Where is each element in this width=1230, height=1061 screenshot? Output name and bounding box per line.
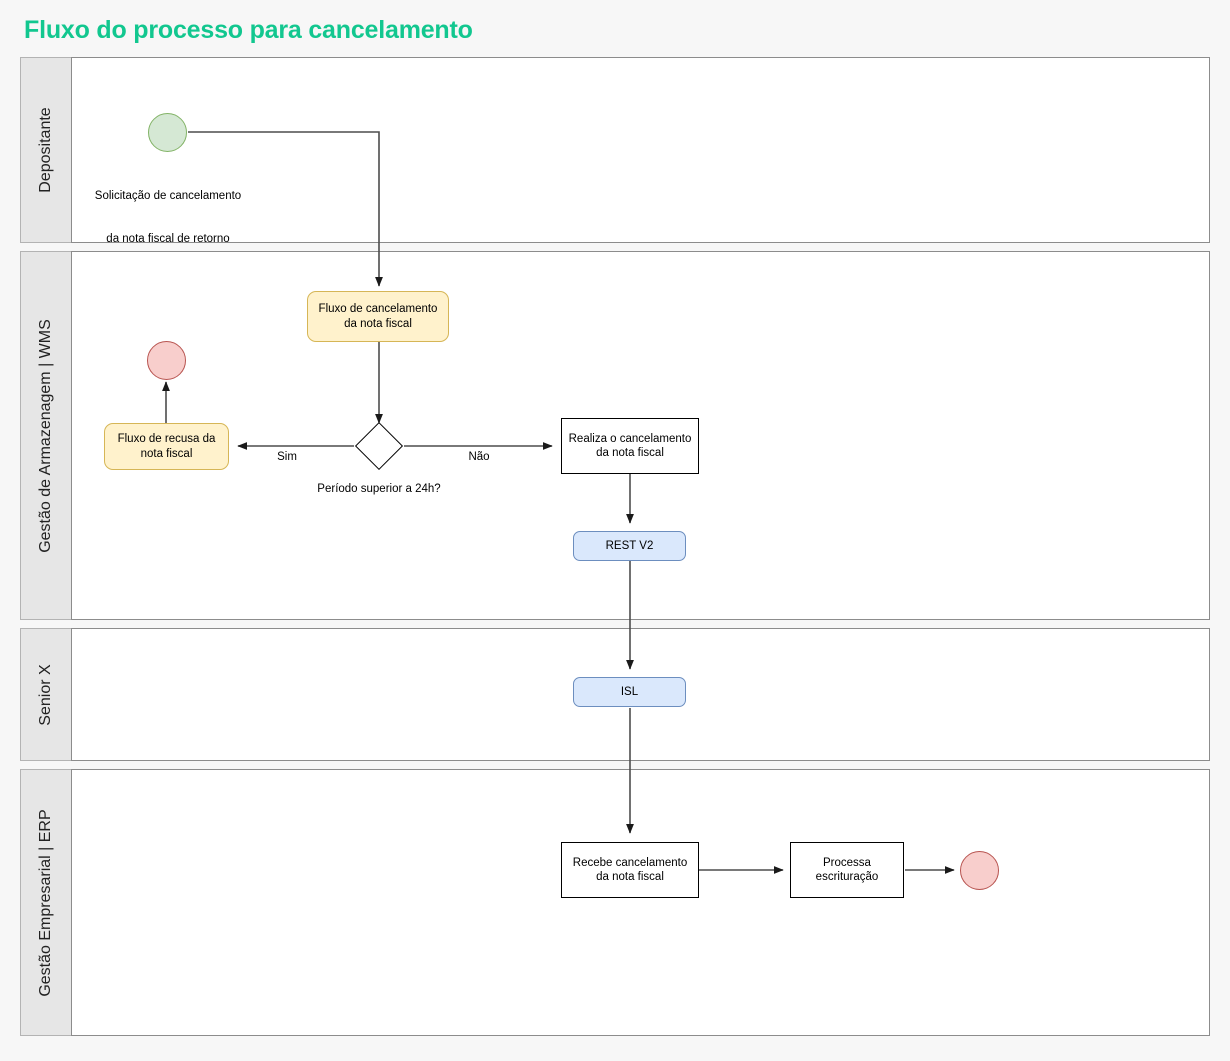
- subprocess-recusa-line2: nota fiscal: [140, 447, 193, 460]
- task-processa-line1: Processa: [823, 856, 871, 869]
- subprocess-fluxo-recusa[interactable]: Fluxo de recusa da nota fiscal: [104, 423, 229, 470]
- lane-header-depositante: Depositante: [20, 57, 71, 243]
- system-isl[interactable]: ISL: [573, 677, 686, 707]
- system-rest-v2-label: REST V2: [605, 539, 654, 552]
- edge-label-nao: Não: [468, 451, 490, 463]
- task-realiza-cancelamento[interactable]: Realiza o cancelamento da nota fiscal: [561, 418, 699, 474]
- subprocess-recusa-line1: Fluxo de recusa da: [117, 433, 216, 446]
- subprocess-cancelamento-line2: da nota fiscal: [344, 317, 412, 330]
- gateway-label: Período superior a 24h?: [317, 483, 441, 495]
- lane-label-depositante: Depositante: [37, 107, 54, 193]
- task-recebe-line1: Recebe cancelamento: [572, 856, 688, 869]
- task-processa-escrituracao[interactable]: Processa escrituração: [790, 842, 904, 898]
- start-event-solicitacao[interactable]: [148, 113, 187, 152]
- start-event-caption-line2: da nota fiscal de retorno: [106, 232, 230, 245]
- task-recebe-cancelamento[interactable]: Recebe cancelamento da nota fiscal: [561, 842, 699, 898]
- lane-label-erp: Gestão Empresarial | ERP: [37, 808, 54, 997]
- system-rest-v2[interactable]: REST V2: [573, 531, 686, 561]
- lane-label-wms: Gestão de Armazenagem | WMS: [37, 318, 54, 553]
- lane-body-senior-x: [71, 628, 1210, 761]
- end-event-erp[interactable]: [960, 851, 999, 890]
- lane-header-wms: Gestão de Armazenagem | WMS: [20, 251, 71, 620]
- task-realiza-line1: Realiza o cancelamento: [568, 432, 692, 445]
- lane-erp: Gestão Empresarial | ERP: [20, 769, 1210, 1036]
- lane-header-erp: Gestão Empresarial | ERP: [20, 769, 71, 1036]
- lane-label-senior-x: Senior X: [37, 663, 54, 726]
- edge-label-sim: Sim: [277, 451, 297, 463]
- start-event-caption: Solicitação de cancelamento da nota fisc…: [88, 160, 248, 275]
- lane-senior-x: Senior X: [20, 628, 1210, 761]
- system-isl-label: ISL: [620, 685, 639, 698]
- task-realiza-line2: da nota fiscal: [596, 447, 664, 459]
- task-recebe-line2: da nota fiscal: [596, 871, 664, 883]
- subprocess-fluxo-cancelamento[interactable]: Fluxo de cancelamento da nota fiscal: [307, 291, 449, 342]
- subprocess-cancelamento-line1: Fluxo de cancelamento: [318, 303, 438, 316]
- task-processa-line2: escrituração: [815, 871, 879, 883]
- lane-body-erp: [71, 769, 1210, 1036]
- end-event-recusa[interactable]: [147, 341, 186, 380]
- start-event-caption-line1: Solicitação de cancelamento: [94, 189, 242, 202]
- lane-header-senior-x: Senior X: [20, 628, 71, 761]
- page-title: Fluxo do processo para cancelamento: [24, 16, 473, 44]
